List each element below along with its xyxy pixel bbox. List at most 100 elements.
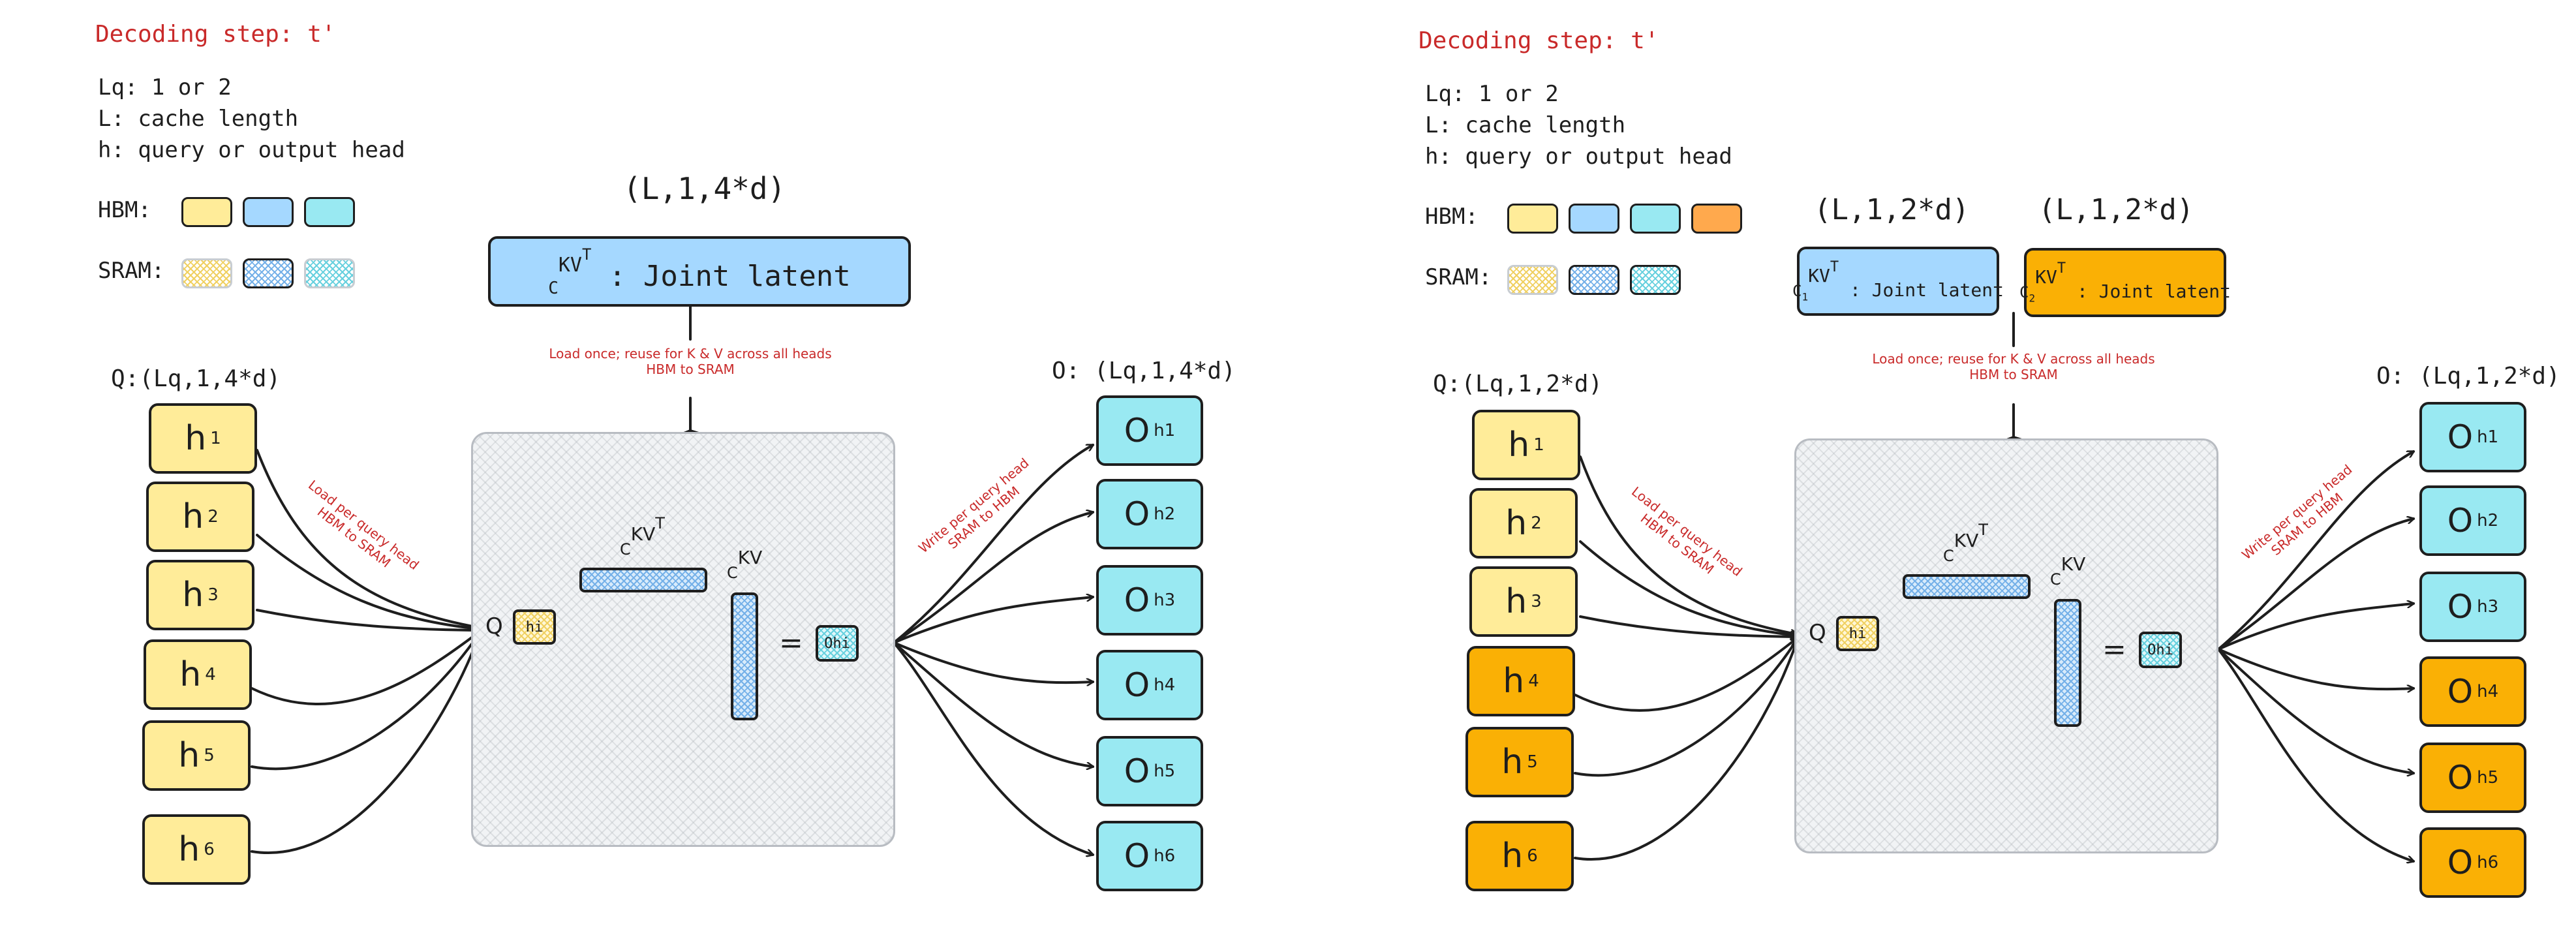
head-sub: 1: [210, 429, 221, 448]
head-sub: 2: [1531, 513, 1542, 533]
ckv-sup: KV: [737, 547, 763, 568]
latent-label: : Joint latent: [608, 259, 851, 293]
sram-swatch-cyan: [1630, 265, 1681, 295]
sram-swatch-blue: [1569, 265, 1619, 295]
out-arrow-2: [893, 512, 1093, 644]
latent1-sym: C: [1792, 282, 1802, 301]
latent2-dim-label: (L,1,2*d): [2038, 193, 2194, 226]
sram-label: SRAM:: [1425, 264, 1492, 290]
head-sub: 2: [207, 507, 219, 527]
out-arrow-4: [893, 641, 1093, 682]
o-head-tile: Ohi: [816, 625, 859, 662]
ckvT-T: T: [655, 514, 665, 532]
head-label: h: [178, 736, 200, 775]
latent1-label: : Joint latent: [1849, 279, 2004, 301]
out-arrow-6: [893, 641, 1093, 855]
output-sub: h2: [1154, 504, 1176, 524]
output-label: O: [1124, 495, 1150, 533]
o-head-text: Ohi: [824, 635, 850, 652]
sram-swatch-yellow: [181, 258, 232, 288]
load-once-note: Load once; reuse for K & V across all he…: [527, 346, 853, 377]
output-label: O: [1124, 837, 1150, 875]
legend-cache-length: L: cache length: [1425, 112, 1626, 138]
head-arrow-4: [1574, 638, 1797, 712]
head-sub: 6: [1527, 846, 1538, 866]
head-arrow-1: [1579, 455, 1797, 634]
latent1-sup-t: T: [1830, 259, 1839, 276]
head-sub: 3: [1531, 592, 1542, 611]
head-sub: 3: [207, 585, 219, 605]
legend-lq: Lq: 1 or 2: [1425, 81, 1559, 107]
ckv-transpose-label: CKVT: [620, 514, 665, 560]
ckv-sym: C: [727, 564, 738, 582]
head-arrow-5: [251, 633, 480, 771]
ckvT-sym: C: [620, 540, 631, 559]
load-once-line-1: Load once; reuse for K & V across all he…: [1872, 351, 2155, 367]
hbm-label: HBM:: [1425, 204, 1479, 230]
head-arrow-5: [1574, 639, 1798, 777]
ckv-sym: C: [2050, 570, 2061, 589]
hbm-swatch-yellow: [1507, 204, 1558, 234]
equals-sign: =: [2102, 633, 2126, 666]
head-sub: 5: [204, 746, 215, 765]
o-dim-label: O: (Lq,1,4*d): [1052, 358, 1236, 384]
output-sub: h5: [2477, 768, 2499, 788]
q-symbol: Q: [1809, 620, 1826, 646]
latent-dim-label: (L,1,4*d): [623, 171, 786, 206]
latent2-sup: KV: [2035, 266, 2057, 288]
latent-sup: KV: [558, 253, 582, 277]
output-label: O: [2447, 418, 2474, 456]
head-arrow-3: [256, 609, 480, 630]
o-head-text: Ohi: [2147, 641, 2173, 658]
head-label: h: [1508, 425, 1530, 465]
legend-head: h: query or output head: [1425, 144, 1732, 170]
ckv-transpose-matrix: [579, 568, 707, 592]
output-sub: h2: [2477, 511, 2499, 530]
output-sub: h6: [1154, 846, 1176, 866]
sram-label: SRAM:: [98, 258, 165, 284]
q-head-tile: hi: [513, 609, 556, 645]
latent-sym: C: [548, 278, 559, 298]
hbm-swatch-blue: [1569, 204, 1619, 234]
output-sub: h4: [1154, 675, 1176, 695]
o-dim-label: O: (Lq,1,2*d): [2376, 363, 2560, 390]
ckvT-sup: KV: [630, 523, 656, 545]
ckvT-sym: C: [1943, 547, 1954, 565]
out-arrow-2: [2217, 519, 2414, 651]
head-sub: 6: [204, 840, 215, 859]
ckv-label: CKV: [2050, 553, 2085, 590]
joint-latent-text: CKVT : Joint latent: [548, 245, 851, 298]
ckv-transpose-label: CKVT: [1943, 521, 1988, 567]
output-label: O: [2447, 588, 2474, 626]
joint-latent-box: CKVT : Joint latent: [488, 236, 911, 307]
head-arrow-4: [251, 632, 480, 705]
ckv-matrix: [731, 592, 758, 720]
out-arrow-1: [893, 444, 1093, 644]
decoding-step-title: Decoding step: t': [1418, 27, 1659, 54]
q-dim-label: Q:(Lq,1,2*d): [1433, 371, 1603, 397]
load-once-note: Load once; reuse for K & V across all he…: [1850, 351, 2177, 382]
ckv-transpose-matrix: [1903, 574, 2031, 599]
output-sub: h4: [2477, 682, 2499, 701]
right-diagram-panel: Decoding step: t' Lq: 1 or 2 L: cache le…: [1288, 0, 2576, 950]
output-sub: h3: [2477, 597, 2499, 617]
load-once-line-2: HBM to SRAM: [1969, 367, 2058, 382]
head-label: h: [182, 575, 204, 615]
left-arrows-layer: [251, 305, 1288, 950]
head-sub: 4: [1528, 671, 1539, 691]
head-label: h: [178, 830, 200, 869]
hbm-swatch-blue: [243, 197, 294, 227]
sram-swatch-yellow: [1507, 265, 1558, 295]
out-arrow-5: [2217, 648, 2414, 773]
